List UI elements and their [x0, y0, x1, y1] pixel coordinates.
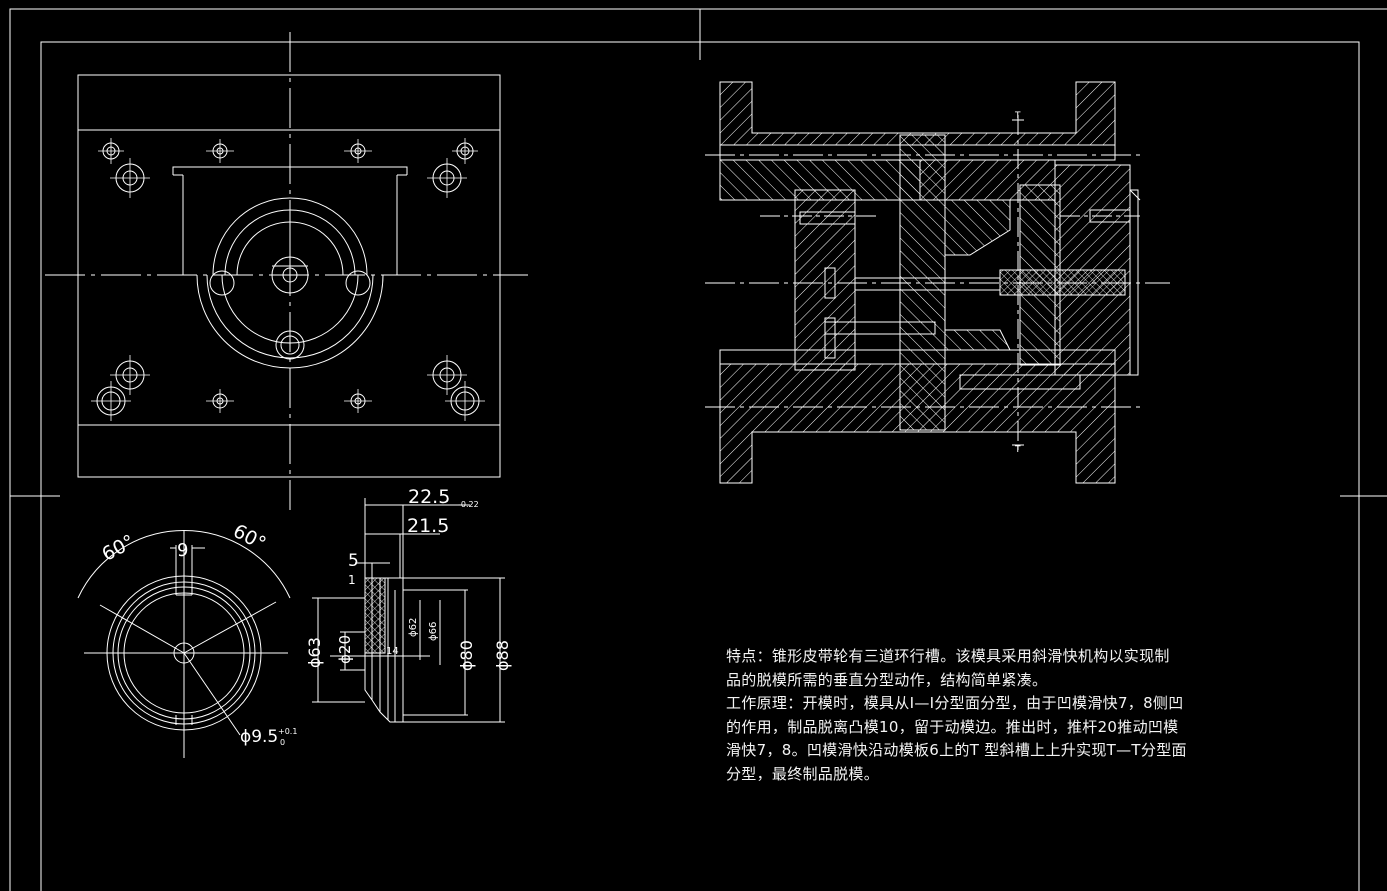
bore-tol-upper: +0.1 [278, 727, 297, 736]
section-mark-top: T [1014, 111, 1021, 121]
dim-14: 14 [386, 646, 399, 657]
notes-line-6: 分型，最终制品脱模。 [726, 764, 880, 783]
dim-22-5-tol: -0.22 [458, 500, 479, 509]
bore-tol-lower: 0 [280, 738, 285, 747]
technical-notes: 特点：锥形皮带轮有三道环行槽。该模具采用斜滑快机构以实现制 品的脱模所需的垂直分… [726, 645, 1266, 786]
dim-phi-80: ϕ80 [457, 640, 476, 671]
dim-phi-88: ϕ88 [493, 640, 512, 671]
dim-phi-66: ϕ66 [428, 622, 439, 641]
part-side-section [312, 498, 505, 723]
notes-line-1: 特点：锥形皮带轮有三道环行槽。该模具采用斜滑快机构以实现制 [726, 647, 1170, 665]
notes-line-5: 滑快7，8。凹模滑快沿动模板6上的T 型斜槽上上升实现T—T分型面 [726, 741, 1187, 759]
dim-phi-20: ϕ20 [336, 635, 354, 664]
dim-1: 1 [348, 573, 356, 587]
dim-21-5: 21.5 [407, 515, 449, 537]
notes-line-2: 品的脱模所需的垂直分型动作，结构简单紧凑。 [726, 670, 1048, 689]
part-front-view [77, 530, 291, 758]
notes-line-4: 的作用，制品脱离凸模10，留于动模边。推出时，推杆20推动凹模 [726, 717, 1179, 736]
bore-dim-label: ϕ9.5 [240, 727, 278, 747]
slot-width-label: 9 [177, 540, 188, 561]
dim-phi-62: ϕ62 [408, 618, 419, 637]
guide-holes [96, 142, 480, 416]
dim-phi-63: ϕ63 [305, 637, 324, 668]
section-mark-bottom: T [1014, 445, 1021, 455]
angle-right-label: 60° [229, 520, 269, 555]
dim-5: 5 [348, 551, 359, 571]
notes-line-3: 工作原理：开模时，模具从I—I分型面分型，由于凹模滑快7，8侧凹 [726, 694, 1184, 712]
dim-22-5: 22.5 [408, 486, 450, 508]
mold-plan-view [45, 32, 528, 510]
sheet-frame [9, 8, 1387, 891]
mold-section-view [705, 81, 1170, 484]
angle-left-label: 60° [98, 531, 138, 566]
